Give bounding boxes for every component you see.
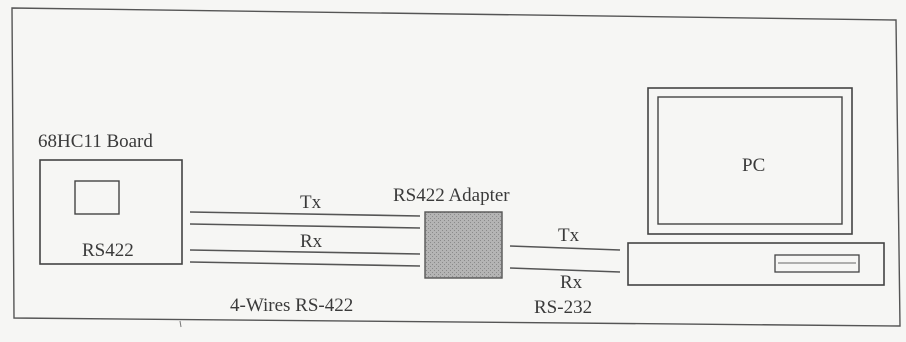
rs232-tx-label: Tx [558,226,579,245]
board-title: 68HC11 Board [38,132,153,151]
rs422-tx-label: Tx [300,193,321,212]
scan-mark [180,321,181,327]
board-label: RS422 [82,241,134,260]
rs422-caption: 4-Wires RS-422 [230,296,353,315]
rs422-wire-2 [190,224,420,228]
rs232-caption: RS-232 [534,298,592,317]
rs232-wire-tx [510,246,620,250]
adapter-title: RS422 Adapter [393,186,510,205]
pc-base-unit [628,243,884,285]
board-chip [75,181,119,214]
rs232-wires [510,246,620,272]
pc-label: PC [742,156,765,175]
rs422-rx-label: Rx [300,232,322,251]
adapter-box [425,212,502,278]
rs422-wire-4 [190,262,420,266]
rs232-rx-label: Rx [560,273,582,292]
